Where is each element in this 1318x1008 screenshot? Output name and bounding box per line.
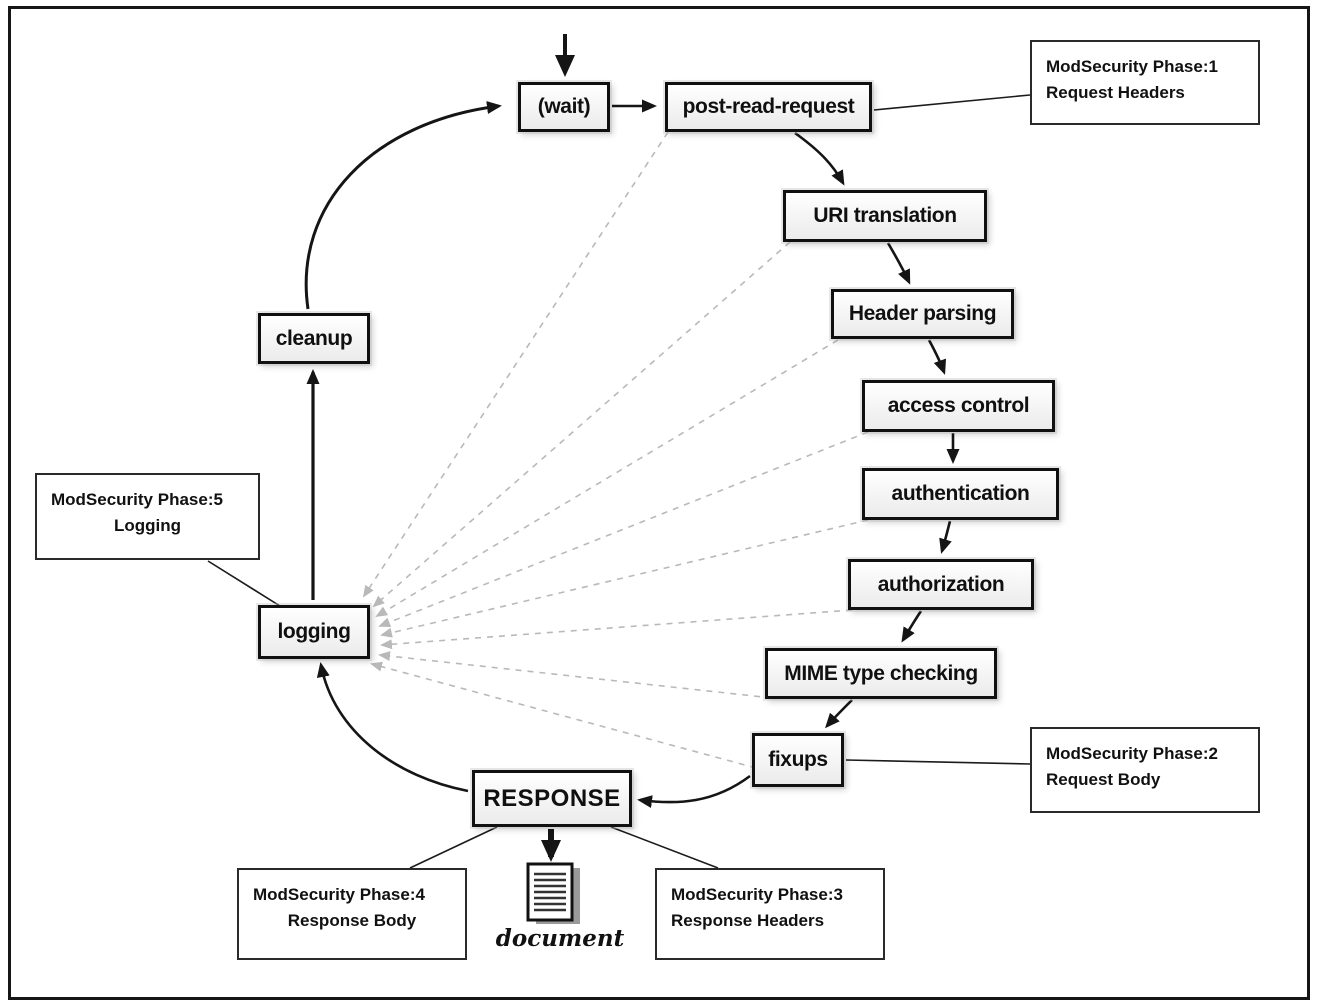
node-mime-type-checking: MIME type checking xyxy=(765,648,997,699)
node-fixups: fixups xyxy=(752,733,844,787)
node-logging: logging xyxy=(258,605,370,659)
callout-phase2-line2: Request Body xyxy=(1046,770,1161,790)
callout-phase5-line1: ModSecurity Phase:5 xyxy=(51,490,223,509)
callout-phase4: ModSecurity Phase:4 Response Body xyxy=(237,868,467,960)
node-cleanup: cleanup xyxy=(258,313,370,364)
callout-phase1-line2: Request Headers xyxy=(1046,83,1185,103)
callout-phase3: ModSecurity Phase:3 Response Headers xyxy=(655,868,885,960)
callout-connectors xyxy=(207,94,1031,869)
callout-phase2-line1: ModSecurity Phase:2 xyxy=(1046,744,1218,763)
node-wait: (wait) xyxy=(518,82,610,132)
callout-phase5: ModSecurity Phase:5 Logging xyxy=(35,473,260,560)
dashed-logging-links xyxy=(362,131,869,769)
callout-phase1: ModSecurity Phase:1 Request Headers xyxy=(1030,40,1260,125)
callout-phase4-line2: Response Body xyxy=(287,911,417,931)
node-authorization: authorization xyxy=(848,559,1034,610)
cycle-arrows xyxy=(304,34,960,862)
callout-phase2: ModSecurity Phase:2 Request Body xyxy=(1030,727,1260,813)
callout-phase5-line2: Logging xyxy=(113,516,182,536)
node-post-read-request: post-read-request xyxy=(665,82,872,132)
callout-phase3-line2: Response Headers xyxy=(671,911,825,931)
node-authentication: authentication xyxy=(862,468,1059,520)
node-header-parsing: Header parsing xyxy=(831,289,1014,339)
document-label: document xyxy=(495,925,625,952)
callout-phase1-line1: ModSecurity Phase:1 xyxy=(1046,57,1218,76)
node-response: RESPONSE xyxy=(472,770,632,827)
callout-phase3-line1: ModSecurity Phase:3 xyxy=(671,885,843,904)
callout-phase4-line1: ModSecurity Phase:4 xyxy=(253,885,425,904)
document-icon xyxy=(526,862,580,924)
node-access-control: access control xyxy=(862,380,1055,432)
node-uri-translation: URI translation xyxy=(783,190,987,242)
